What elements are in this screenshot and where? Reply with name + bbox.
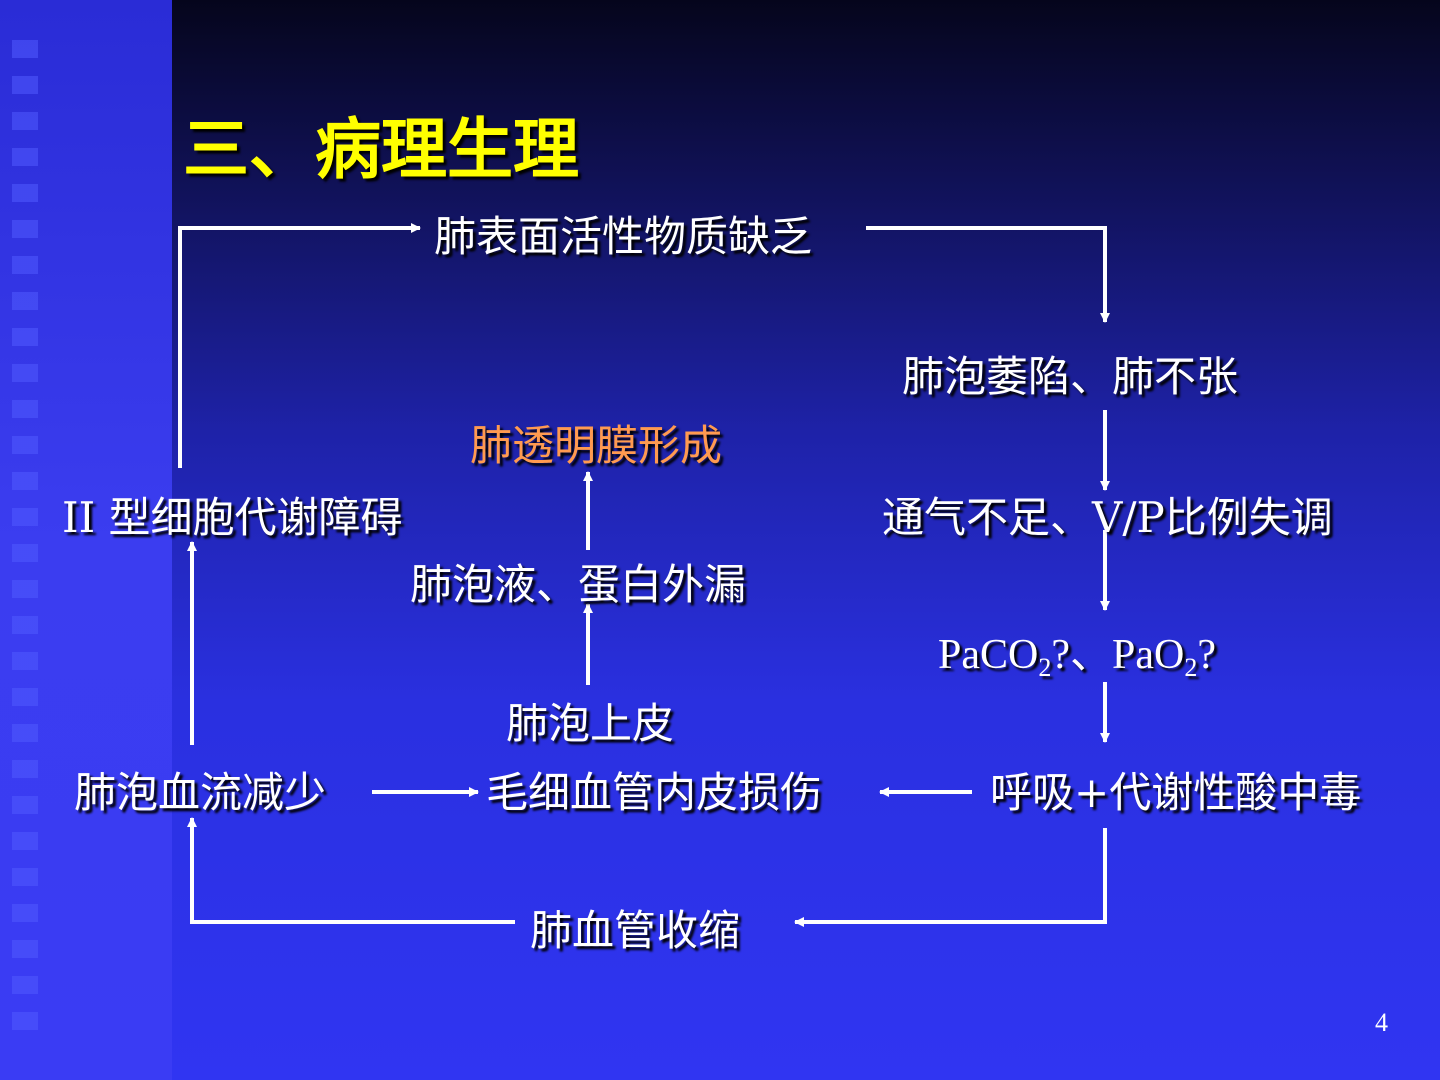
- left-decorative-strip: [0, 0, 172, 1080]
- arrow-type2-to-surfactant: [178, 223, 421, 468]
- node-type2-cell-disorder: II 型细胞代谢障碍: [62, 493, 403, 542]
- slide-title: 三、病理生理: [183, 111, 579, 188]
- page-number: 4: [1375, 1008, 1388, 1037]
- node-hyaline-membrane: 肺透明膜形成: [470, 421, 723, 470]
- node-hypoventilation: 通气不足、V/P比例失调: [882, 493, 1333, 542]
- pao2-subscript: 2: [1184, 653, 1198, 682]
- pao2-mark: ?: [1197, 632, 1217, 678]
- paco2-mark: ?: [1051, 632, 1071, 678]
- paco2-label: PaCO: [938, 632, 1039, 678]
- node-alveolar-collapse: 肺泡萎陷、肺不张: [902, 352, 1239, 401]
- blood-gas-separator: 、: [1070, 632, 1113, 678]
- node-reduced-blood-flow: 肺泡血流减少: [74, 768, 327, 817]
- node-acidosis: 呼吸+代谢性酸中毒: [990, 768, 1362, 817]
- arrow-vasoconstriction-to-bloodflow: [187, 817, 515, 924]
- node-vasoconstriction: 肺血管收缩: [530, 906, 741, 955]
- decorative-squares: [12, 40, 38, 1040]
- node-blood-gas: PaCO2?、PaO2?: [938, 634, 1216, 681]
- pao2-label: PaO: [1112, 632, 1185, 678]
- node-alveolar-epithelium: 肺泡上皮: [506, 699, 675, 748]
- arrow-surfactant-to-collapse: [866, 226, 1110, 323]
- node-surfactant-deficiency: 肺表面活性物质缺乏: [434, 212, 813, 261]
- arrow-acidosis-to-vasoconstriction: [794, 828, 1107, 927]
- paco2-subscript: 2: [1038, 653, 1052, 682]
- node-endothelial-injury: 毛细血管内皮损伤: [486, 768, 823, 817]
- node-alveolar-exudate: 肺泡液、蛋白外漏: [410, 560, 747, 609]
